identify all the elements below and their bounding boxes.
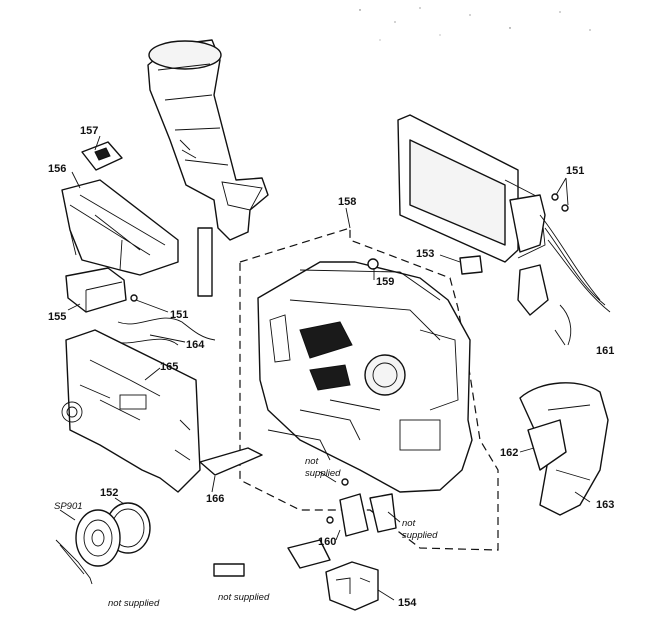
- label-158: 158: [338, 196, 356, 208]
- note-not-supplied-4a: not: [402, 518, 416, 529]
- label-157: 157: [80, 125, 98, 137]
- label-162: 162: [500, 447, 518, 459]
- label-159: 159: [376, 276, 394, 288]
- part-165-circuit-board: [61, 329, 201, 493]
- scan-speckles: [359, 7, 591, 41]
- lcd-hinge-assembly: [509, 194, 611, 346]
- part-156-top-housing: [61, 179, 179, 276]
- note-not-supplied-4b: supplied: [402, 530, 438, 541]
- label-160: 160: [318, 536, 336, 548]
- label-156: 156: [48, 163, 66, 175]
- note-not-supplied-1: not supplied: [108, 598, 160, 609]
- part-160-bracket: [326, 478, 397, 537]
- label-163: 163: [596, 499, 614, 511]
- part-157-bracket: [81, 141, 123, 171]
- speaker-sp901-and-ring-152: [55, 502, 151, 585]
- part-162-clip: [527, 419, 567, 471]
- flex-cable-strip: [197, 227, 213, 297]
- label-165: 165: [160, 361, 178, 373]
- not-supplied-strip: [213, 563, 245, 577]
- label-154: 154: [398, 597, 417, 609]
- leader-lines: [59, 135, 591, 601]
- note-not-supplied-2: not supplied: [218, 592, 270, 603]
- screw-159: [367, 258, 379, 270]
- screw-151-right-b: [561, 204, 569, 212]
- screw-151-right-a: [551, 193, 559, 201]
- label-155: 155: [48, 311, 66, 323]
- label-sp901: SP901: [54, 501, 83, 512]
- part-166-flex: [199, 447, 263, 476]
- label-153: 153: [416, 248, 434, 260]
- label-152: 152: [100, 487, 118, 499]
- part-155-bracket: [65, 267, 127, 313]
- label-161: 161: [596, 345, 614, 357]
- lcd-panel-153: [397, 114, 546, 275]
- main-chassis-body: [257, 261, 473, 493]
- label-151-right: 151: [566, 165, 584, 177]
- viewfinder-part: [147, 39, 269, 241]
- label-164: 164: [186, 339, 205, 351]
- note-not-supplied-3b: supplied: [305, 468, 341, 479]
- label-166: 166: [206, 493, 224, 505]
- screw-151-left: [130, 294, 138, 302]
- main-assembly-boundary: [239, 227, 499, 551]
- part-154-connector: [287, 539, 379, 611]
- label-151-left: 151: [170, 309, 188, 321]
- note-not-supplied-3a: not: [305, 456, 319, 467]
